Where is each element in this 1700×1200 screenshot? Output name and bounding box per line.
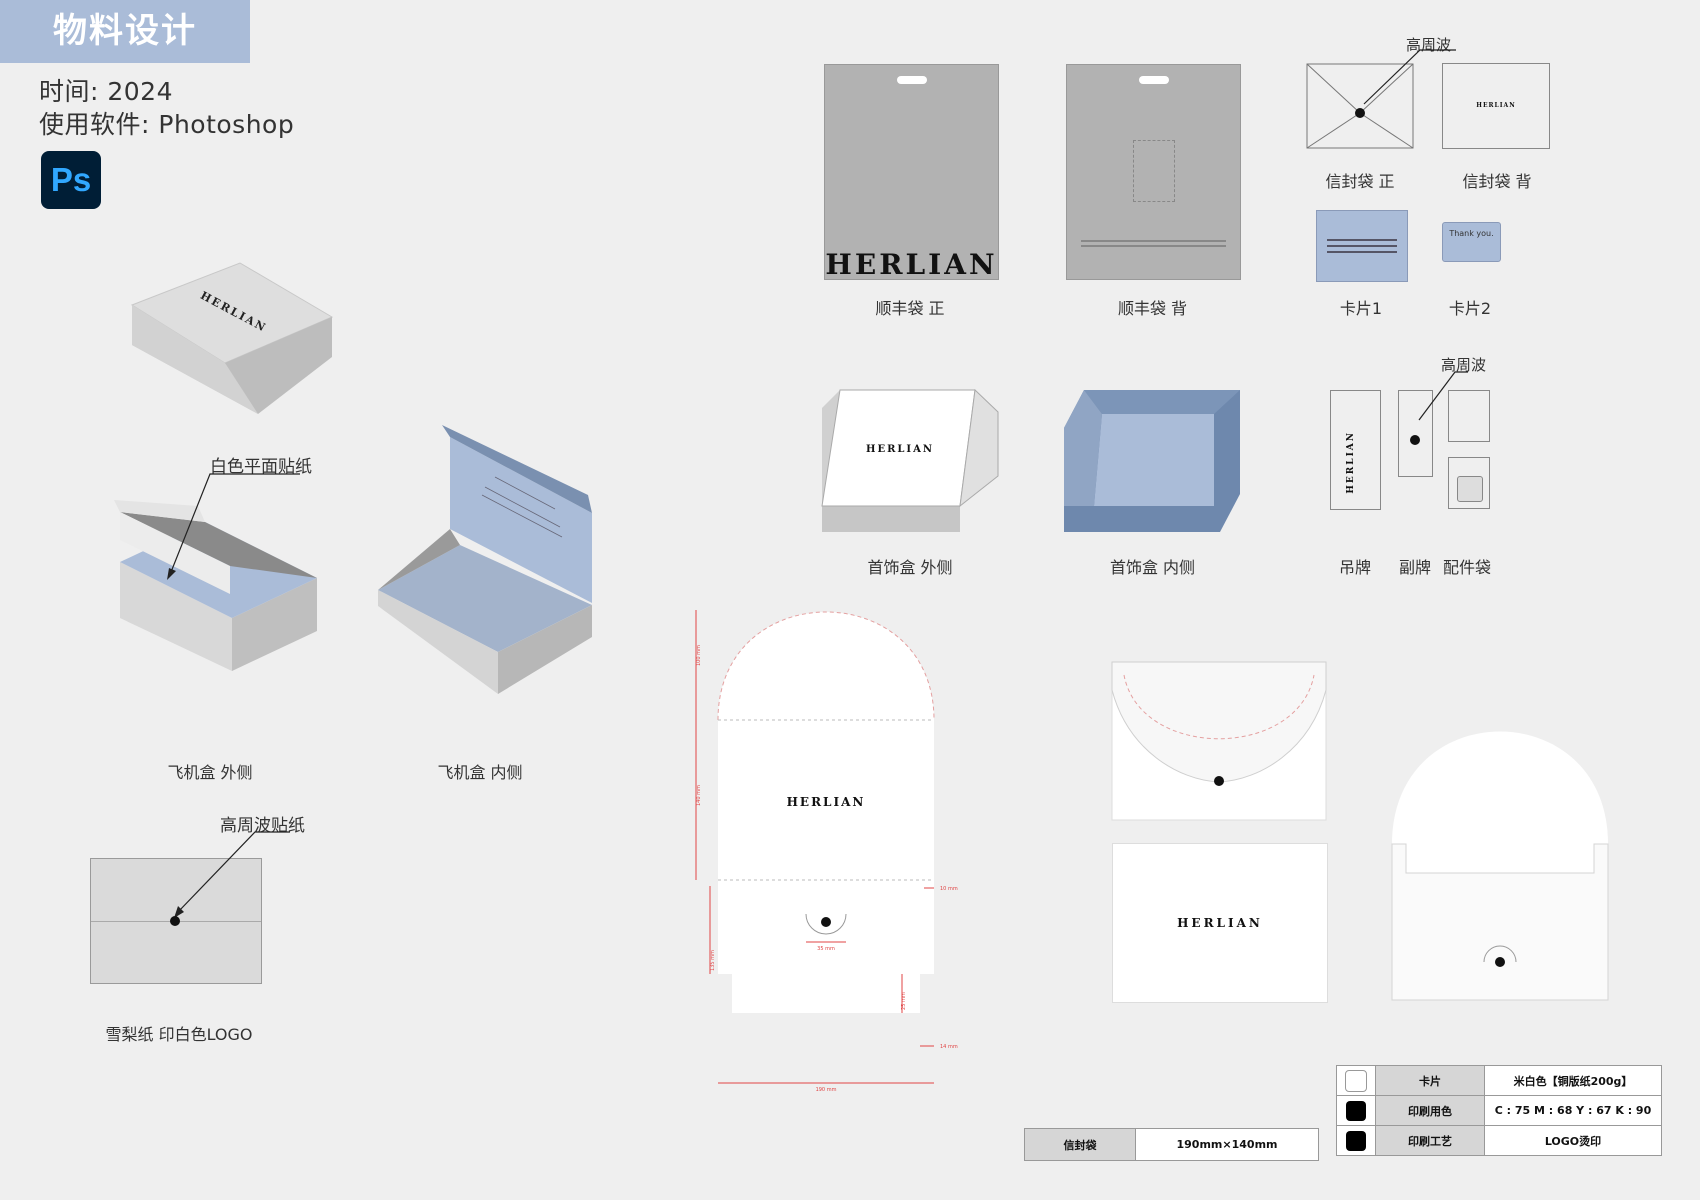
card-1 <box>1316 210 1408 282</box>
dim-w-side: 10 mm <box>940 886 958 892</box>
caption-accessory-bag: 配件袋 <box>1442 558 1491 577</box>
jewelry-box-inside <box>1064 390 1240 532</box>
hf-tag-callout: 高周波 <box>1441 356 1487 374</box>
accessory-bag-small <box>1448 390 1490 442</box>
clover-logo-icon <box>821 917 831 927</box>
bag-handle-hole <box>897 76 927 84</box>
envelope-open-mockup <box>1391 731 1609 1001</box>
sf-bag-brand: HERLIAN <box>825 248 998 281</box>
caption-mailer-inside: 飞机盒 内侧 <box>437 763 523 782</box>
envelope-dieline: HERLIAN 100 mm 140 mm 135 mm 190 mm 35 m… <box>695 610 958 1093</box>
envelope-front-small <box>1306 63 1414 149</box>
clover-logo-icon <box>1214 776 1224 786</box>
clover-logo-icon <box>1355 108 1365 118</box>
jewelry-box-outside: HERLIAN <box>821 388 999 532</box>
hf-envelope-arrow <box>1363 49 1456 105</box>
dim-h-top: 100 mm <box>696 645 702 666</box>
envelope-spec-table: 信封袋 190mm×140mm <box>1024 1128 1319 1161</box>
hf-sticker-callout: 高周波贴纸 <box>220 816 305 836</box>
hang-tag: HERLIAN <box>1330 390 1381 510</box>
white-sticker-callout: 白色平面贴纸 <box>210 457 312 477</box>
page-title: 物料设计 <box>0 0 250 63</box>
caption-sub-tag: 副牌 <box>1398 558 1431 577</box>
envelope-front-mockup: HERLIAN <box>1112 843 1328 1003</box>
dim-w-tab: 14 mm <box>940 1044 958 1050</box>
photoshop-icon: Ps <box>41 151 101 209</box>
sf-bag-back <box>1066 64 1241 280</box>
card-2-text: Thank you. <box>1449 229 1494 238</box>
caption-mailer-outside: 飞机盒 外侧 <box>167 763 253 782</box>
envelope-back-mockup <box>1111 661 1327 821</box>
software-label: 使用软件: Photoshop <box>39 110 295 139</box>
caption-card2: 卡片2 <box>1448 299 1492 318</box>
jewelry-box-brand: HERLIAN <box>866 444 934 455</box>
mailer-box-open-illustration <box>378 425 592 694</box>
caption-hang-tag: 吊牌 <box>1338 558 1371 577</box>
envelope-spec-label: 信封袋 <box>1024 1128 1136 1161</box>
spec-row: 印刷工艺 LOGO烫印 <box>1336 1125 1662 1156</box>
color-swatch <box>1346 1130 1366 1151</box>
material-spec-table: 卡片 米白色【铜版纸200g】 印刷用色 C : 75 M : 68 Y : 6… <box>1336 1065 1662 1156</box>
spec-row: 卡片 米白色【铜版纸200g】 <box>1336 1065 1662 1096</box>
clover-logo-icon <box>1495 957 1505 967</box>
clover-logo-icon <box>1410 435 1420 445</box>
caption-sf-back: 顺丰袋 背 <box>1117 299 1188 318</box>
clover-logo-icon <box>170 916 180 926</box>
sub-tag <box>1398 390 1433 477</box>
spec-row: 印刷用色 C : 75 M : 68 Y : 67 K : 90 <box>1336 1095 1662 1126</box>
hf-sticker-arrow <box>170 831 290 926</box>
caption-envelope-back: 信封袋 背 <box>1462 172 1532 191</box>
color-swatch <box>1346 1100 1366 1121</box>
accessory-bag <box>1448 457 1490 509</box>
dim-w-circle: 35 mm <box>817 946 835 952</box>
mailer-box-half-open-illustration <box>114 500 317 671</box>
time-label: 时间: 2024 <box>39 77 173 106</box>
envelope-spec-value: 190mm×140mm <box>1135 1128 1319 1161</box>
hf-tag-arrow <box>1418 371 1468 421</box>
caption-jewelry-outside: 首饰盒 外侧 <box>867 558 953 577</box>
bag-handle-hole <box>1139 76 1169 84</box>
dim-w-total: 190 mm <box>816 1087 837 1093</box>
card-2: Thank you. <box>1442 222 1501 262</box>
label-area <box>1133 140 1175 202</box>
mailer-box-closed-illustration: HERLIAN <box>130 262 334 414</box>
dim-h-bot: 135 mm <box>710 950 716 971</box>
sf-bag-front: HERLIAN <box>824 64 999 281</box>
dim-h-mid: 140 mm <box>696 785 702 806</box>
envelope-back-small: HERLIAN <box>1442 63 1550 149</box>
color-swatch <box>1345 1069 1367 1092</box>
white-sticker-arrow <box>167 473 300 580</box>
caption-jewelry-inside: 首饰盒 内侧 <box>1109 558 1196 577</box>
caption-sf-front: 顺丰袋 正 <box>875 299 945 318</box>
caption-card1: 卡片1 <box>1339 299 1383 318</box>
caption-tissue: 雪梨纸 印白色LOGO <box>105 1025 253 1044</box>
dim-h-tab: 25 mm <box>901 992 907 1010</box>
caption-envelope-front: 信封袋 正 <box>1325 172 1395 191</box>
envelope-dieline-brand: HERLIAN <box>787 795 866 809</box>
